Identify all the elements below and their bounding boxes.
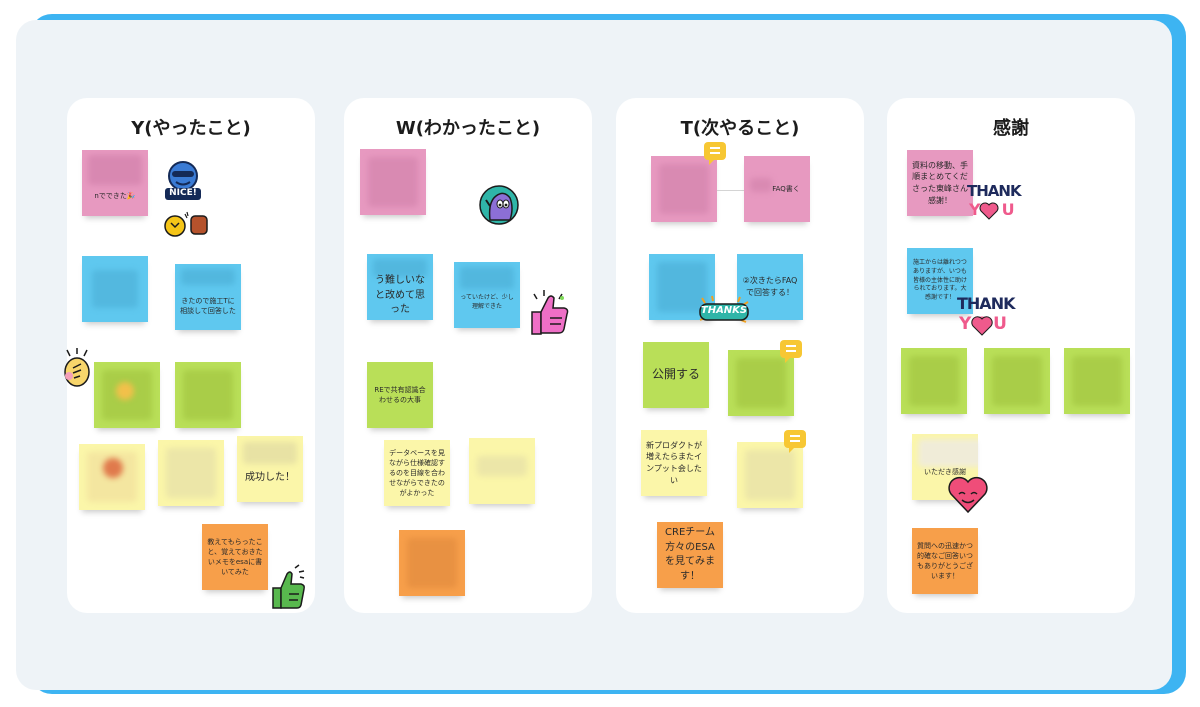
comment-icon[interactable] [784,430,806,453]
blurred-content [183,370,233,420]
sticky-note-text: nでできた🎉 [94,191,136,200]
sticky-note-text: いただき感謝 [924,467,966,476]
nice-face-icon [165,161,201,200]
fist-bump-icon[interactable] [163,210,209,242]
sticky-note[interactable]: 新プロダクトが増えたらまたインプット会したい [641,430,707,496]
column-w[interactable]: W(わかったこと) う難しいなと改めて思った っていたけど、少し理解できた RE… [344,98,592,613]
column-title-w: W(わかったこと) [395,118,541,139]
blurred-content [103,458,123,478]
column-title-t: T(次やること) [680,118,800,139]
sticky-note-text: REで共有認識合わせるの大事 [374,385,426,404]
blurred-content [407,538,457,588]
blurred-content [992,356,1042,406]
thank-you-sticker[interactable]: THANK YOU [957,294,1015,342]
sticky-note-text: データベースを見ながら仕様確認するのを目線を合わせながらできたのがよかった [389,448,445,498]
sticky-note-text: 成功した！ [245,471,295,483]
party-icon[interactable] [63,346,95,392]
sticky-note-text: 新プロダクトが増えたらまたインプット会したい [646,440,702,485]
sticky-note[interactable]: nでできた🎉 [82,150,148,216]
sticky-note[interactable]: きたので施工Tに相談して回答した [175,264,241,330]
sticky-note[interactable]: 質問への迅速かつ的確なご回答いつもありがとうございます！ [912,528,978,594]
sticky-note[interactable] [82,256,148,322]
thank-you-sticker[interactable]: THANK YOU [967,182,1022,226]
sticky-note-text: 資料の移動、手順まとめてくださった東峰さん感謝！ [912,160,968,205]
heart-icon[interactable] [947,474,989,518]
column-title-thanks: 感謝 [993,118,1029,139]
sticky-note[interactable]: 資料の移動、手順まとめてくださった東峰さん感謝！ [907,150,973,216]
sticky-note-text: 教えてもらったこと、覚えておきたいメモをesaに書いてみた [207,537,263,577]
sticky-note[interactable]: 施工からは離れつつありますが、いつも皆様の主体性に助けられております。大感謝です… [907,248,973,314]
blurred-content [460,267,514,289]
blurred-content [116,382,134,400]
sticky-note-text: きたので施工Tに相談して回答した [180,296,236,315]
thanks-sparkle-icon [699,295,749,323]
sticky-note[interactable] [158,440,224,506]
sticky-note-text: ②次きたらFAQで回答する！ [742,276,798,297]
sticky-note-text: 質問への迅速かつ的確なご回答いつもありがとうございます！ [917,541,973,581]
blurred-content [918,439,978,467]
sticky-note-text: CREチーム方々のESAを見てみます！ [665,527,715,582]
blurred-content [745,450,795,500]
sticky-note[interactable] [984,348,1050,414]
sticky-note[interactable] [94,362,160,428]
sticky-note[interactable] [399,530,465,596]
blurred-content [181,269,235,285]
column-thanks[interactable]: 感謝 資料の移動、手順まとめてくださった東峰さん感謝！ 施工からは離れつつありま… [887,98,1135,613]
thanks-sticker[interactable]: THANKS [696,294,752,328]
nice-sticker-label: NICE! [169,188,197,198]
thumbs-up-icon[interactable] [528,288,572,342]
sticky-note[interactable] [651,156,717,222]
blurred-content [243,442,297,464]
thanks-sticker-label: THANKS [700,305,748,316]
nice-sticker[interactable]: NICE! [163,160,203,204]
sticky-note[interactable] [469,438,535,504]
blurred-content [166,448,216,498]
sticky-note[interactable]: FAQ書く [744,156,810,222]
sticky-note[interactable]: 成功した！ [237,436,303,502]
blurred-content [88,155,142,185]
heart-icon [979,202,999,220]
sticky-note[interactable]: CREチーム方々のESAを見てみます！ [657,522,723,588]
column-t[interactable]: T(次やること) FAQ書く ②次きたらFAQで回答する！ 公開する 新プロダク… [616,98,864,613]
sticky-note[interactable]: う難しいなと改めて思った [367,254,433,320]
sticky-note-text: っていたけど、少し理解できた [460,294,514,310]
sticky-note[interactable]: データベースを見ながら仕様確認するのを目線を合わせながらできたのがよかった [384,440,450,506]
sticky-note-text: 公開する [651,367,700,382]
blurred-content [477,456,527,476]
heart-icon [971,316,993,336]
sticky-note[interactable] [1064,348,1130,414]
sticky-note-text: う難しいなと改めて思った [375,275,425,316]
thank-you-text-top: THANK [957,294,1015,313]
blurred-content [373,259,427,277]
blurred-content [750,178,772,192]
blurred-content [368,157,418,207]
sticky-note[interactable] [901,348,967,414]
sticky-note[interactable] [728,350,794,416]
thumbs-up-icon[interactable] [267,564,307,616]
sticky-note-text: FAQ書く [772,184,800,193]
sticky-note[interactable] [79,444,145,510]
thank-you-text-top: THANK [967,182,1022,200]
sticky-note[interactable]: っていたけど、少し理解できた [454,262,520,328]
sticky-note[interactable]: REで共有認識合わせるの大事 [367,362,433,428]
column-title-y: Y(やったこと) [131,118,251,139]
sticky-note[interactable] [175,362,241,428]
blurred-content [659,164,709,214]
blurred-content [657,262,707,312]
column-y[interactable]: Y(やったこと) nでできた🎉 きたので施工Tに相談して回答した 成功した！ 教… [64,98,315,616]
sticky-note-text: 施工からは離れつつありますが、いつも皆様の主体性に助けられております。大感謝です… [912,259,967,302]
blurred-content [92,270,138,308]
connector-line [717,190,744,191]
comment-icon[interactable] [780,340,802,363]
comment-icon[interactable] [704,142,726,165]
sticky-note[interactable]: 公開する [643,342,709,408]
sticky-note[interactable]: 教えてもらったこと、覚えておきたいメモをesaに書いてみた [202,524,268,590]
sticky-note[interactable] [737,442,803,508]
blurred-content [1072,356,1122,406]
sticky-note[interactable] [360,149,426,215]
character-icon[interactable] [478,184,520,230]
blurred-content [736,358,786,408]
blurred-content [909,356,959,406]
